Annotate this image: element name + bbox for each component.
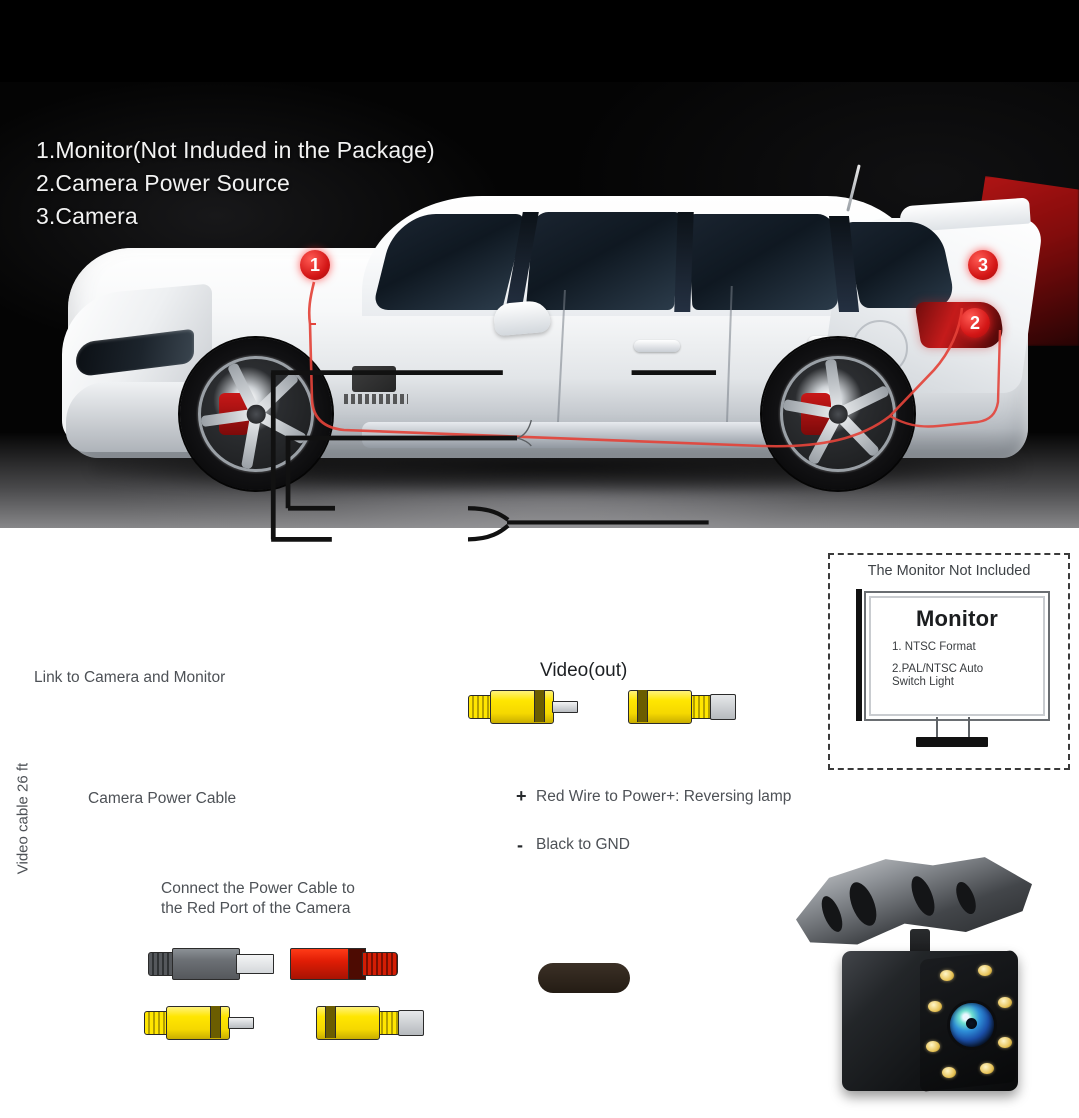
camera-power-cable-label: Camera Power Cable [88,790,237,807]
monitor-screen: Monitor 1. NTSC Format 2.PAL/NTSC Auto S… [864,591,1050,721]
letterbox-bar [0,0,1079,82]
monitor-spec-1: 1. NTSC Format [892,641,976,653]
power-plug-gray [148,948,276,980]
rca-band [325,1006,336,1038]
monitor-stand-base [916,737,988,747]
rca-connector-video-male [468,690,578,724]
link-to-camera-monitor-label: Link to Camera and Monitor [34,669,226,686]
legend-item-3: 3.Camera [36,203,138,229]
power-port-grip [362,952,398,976]
monitor-title: Monitor [915,606,999,631]
led-light [998,997,1012,1008]
led-light [942,1067,956,1078]
front-wheel-hub [246,404,266,424]
rca-band [210,1006,221,1038]
rca-pin [228,1017,254,1029]
legend-item-1: 1.Monitor(Not Induded in the Package) [36,137,435,163]
video-out-label: Video(out) [540,660,628,681]
rca-connector-camera-male [144,1006,254,1040]
power-plug-barrel [172,948,240,980]
front-rim [198,356,314,472]
monitor-bezel-side [856,589,862,721]
led-light [978,965,992,976]
camera-lens [950,1003,994,1047]
plus-sign: + [516,786,527,806]
red-wire-label: Red Wire to Power+: Reversing lamp [536,788,792,805]
marker-2: 2 [960,308,990,338]
led-light [926,1041,940,1052]
car-illustration: 1 2 3 [62,164,1047,505]
monitor-not-included-caption: The Monitor Not Included [867,563,1031,579]
ferrite-bead [538,963,630,993]
led-light [980,1063,994,1074]
rca-socket [398,1010,424,1036]
backup-camera-unit [792,855,1074,1093]
rca-band [534,690,545,722]
car-front-wheel [180,338,332,490]
minus-sign: - [517,835,523,855]
led-light [928,1001,942,1012]
legend-item-2: 2.Camera Power Source [36,170,290,196]
marker-3: 3 [968,250,998,280]
monitor-spec-2: 2.PAL/NTSC Auto Switch Light [892,663,984,688]
vehicle-photo-panel: 1.Monitor(Not Induded in the Package) 2.… [0,0,1079,528]
rca-connector-camera-female [292,1006,424,1040]
wire-paths [270,370,717,542]
video-cable-length-label: Video cable 26 ft [14,762,32,875]
connect-power-note: Connect the Power Cable to the Red Port … [161,880,355,917]
black-gnd-label: Black to GND [536,836,630,853]
rca-band [637,690,648,722]
led-light [940,970,954,981]
rca-socket [710,694,736,720]
power-plug-tip [236,954,274,974]
monitor-diagram-box: The Monitor Not Included Monitor 1. NTSC… [828,553,1070,770]
marker-1: 1 [300,250,330,280]
led-light [998,1037,1012,1048]
rca-connector-video-female [604,690,736,724]
power-port-red [290,948,402,980]
installation-legend: 1.Monitor(Not Induded in the Package) 2.… [36,134,435,233]
rca-pin [552,701,578,713]
